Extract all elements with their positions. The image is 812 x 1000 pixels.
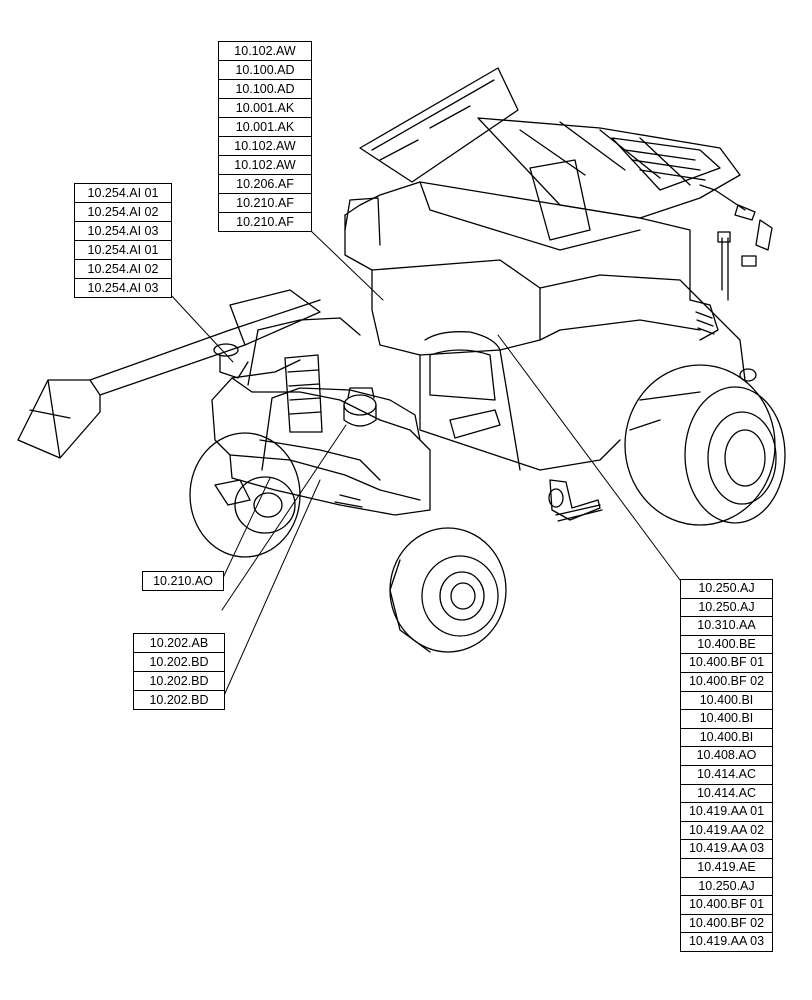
cab-accessories — [689, 184, 773, 382]
callout-box-lower: 10.202.AB 10.202.BD 10.202.BD 10.202.BD — [133, 633, 225, 710]
part-ref[interactable]: 10.400.BI — [681, 729, 772, 748]
part-ref[interactable]: 10.254.AI 02 — [75, 203, 171, 222]
callout-box-left: 10.254.AI 01 10.254.AI 02 10.254.AI 03 1… — [74, 183, 172, 298]
grain-tank-covers — [359, 67, 741, 241]
hydraulic-accumulator — [343, 387, 377, 427]
part-ref[interactable]: 10.254.AI 02 — [75, 260, 171, 279]
part-ref[interactable]: 10.001.AK — [219, 99, 311, 118]
entry-step — [548, 479, 603, 522]
part-ref[interactable]: 10.100.AD — [219, 80, 311, 99]
part-ref[interactable]: 10.210.AO — [153, 574, 213, 588]
part-ref[interactable]: 10.254.AI 01 — [75, 184, 171, 203]
part-ref[interactable]: 10.210.AF — [219, 194, 311, 213]
part-ref[interactable]: 10.400.BI — [681, 692, 772, 711]
leader-lines — [169, 229, 681, 701]
callout-box-top: 10.102.AW 10.100.AD 10.100.AD 10.001.AK … — [218, 41, 312, 232]
access-ladder — [247, 197, 421, 471]
part-ref[interactable]: 10.419.AA 03 — [681, 840, 772, 859]
part-ref[interactable]: 10.254.AI 03 — [87, 281, 159, 295]
part-ref[interactable]: 10.408.AO — [681, 747, 772, 766]
part-ref[interactable]: 10.419.AA 01 — [681, 803, 772, 822]
part-ref[interactable]: 10.202.AB — [134, 634, 224, 653]
front-right-wheel — [624, 364, 786, 526]
part-ref[interactable]: 10.206.AF — [219, 175, 311, 194]
part-ref[interactable]: 10.414.AC — [681, 766, 772, 785]
part-ref[interactable]: 10.400.BF 02 — [681, 673, 772, 692]
part-ref[interactable]: 10.414.AC — [681, 785, 772, 804]
part-ref[interactable]: 10.202.BD — [149, 693, 209, 707]
part-ref[interactable]: 10.400.BF 02 — [681, 915, 772, 934]
part-ref[interactable]: 10.250.AJ — [681, 599, 772, 618]
part-ref[interactable]: 10.400.BF 01 — [681, 654, 772, 673]
part-ref[interactable]: 10.250.AJ — [681, 580, 772, 599]
part-ref[interactable]: 10.419.AE — [681, 859, 772, 878]
part-ref[interactable]: 10.250.AJ — [681, 878, 772, 897]
part-ref[interactable]: 10.202.BD — [134, 653, 224, 672]
machine-body — [211, 181, 746, 516]
part-ref[interactable]: 10.400.BI — [681, 710, 772, 729]
callout-box-middle: 10.210.AO — [142, 571, 224, 591]
part-ref[interactable]: 10.254.AI 03 — [75, 222, 171, 241]
part-ref[interactable]: 10.001.AK — [219, 118, 311, 137]
part-ref[interactable]: 10.100.AD — [219, 61, 311, 80]
part-ref[interactable]: 10.202.BD — [134, 672, 224, 691]
part-ref[interactable]: 10.400.BF 01 — [681, 896, 772, 915]
part-ref[interactable]: 10.102.AW — [219, 156, 311, 175]
unloading-auger — [17, 289, 321, 459]
part-ref[interactable]: 10.254.AI 01 — [75, 241, 171, 260]
part-ref[interactable]: 10.210.AF — [236, 215, 294, 229]
part-ref[interactable]: 10.102.AW — [219, 137, 311, 156]
part-ref[interactable]: 10.419.AA 03 — [688, 934, 765, 949]
callout-box-right: 10.250.AJ 10.250.AJ 10.310.AA 10.400.BE … — [680, 579, 773, 952]
part-ref[interactable]: 10.102.AW — [219, 42, 311, 61]
part-ref[interactable]: 10.310.AA — [681, 617, 772, 636]
front-left-wheel — [389, 527, 507, 653]
part-ref[interactable]: 10.400.BE — [681, 636, 772, 655]
part-ref[interactable]: 10.419.AA 02 — [681, 822, 772, 841]
rear-left-wheel — [189, 432, 301, 558]
